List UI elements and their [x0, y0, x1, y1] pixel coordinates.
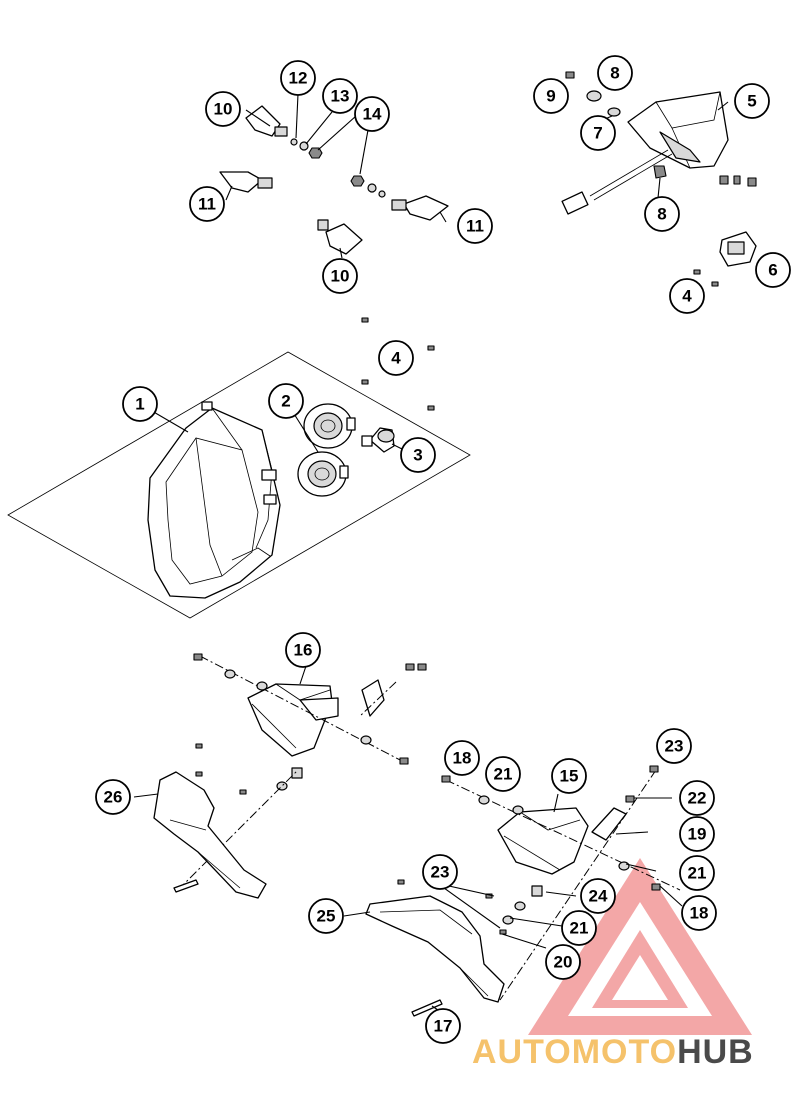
- callout-14: 14: [354, 96, 390, 132]
- callout-11-left: 11: [189, 186, 225, 222]
- tail-light: [561, 71, 757, 215]
- leader-lines: [133, 93, 729, 1011]
- callout-21-bottom: 21: [561, 910, 597, 946]
- svg-text:8: 8: [610, 64, 619, 83]
- callout-23-top: 23: [656, 728, 692, 764]
- svg-text:25: 25: [317, 907, 336, 926]
- callout-5: 5: [734, 83, 770, 119]
- svg-text:21: 21: [494, 765, 513, 784]
- svg-text:18: 18: [453, 749, 472, 768]
- svg-text:4: 4: [682, 287, 692, 306]
- callout-4-headlight: 4: [378, 340, 414, 376]
- bracket-right-mirror: [441, 765, 681, 1001]
- callout-13: 13: [322, 78, 358, 114]
- svg-text:6: 6: [768, 261, 777, 280]
- callout-21-top: 21: [485, 756, 521, 792]
- svg-text:3: 3: [413, 446, 422, 465]
- callout-17: 17: [425, 1008, 461, 1044]
- watermark-text-part2: HUB: [677, 1033, 754, 1071]
- svg-text:16: 16: [294, 641, 313, 660]
- callout-23-bottom: 23: [422, 854, 458, 890]
- callout-26: 26: [95, 779, 131, 815]
- callout-18-right: 18: [681, 895, 717, 931]
- callout-7: 7: [580, 115, 616, 151]
- callout-19: 19: [679, 816, 715, 852]
- svg-text:7: 7: [593, 124, 602, 143]
- callout-21-right: 21: [679, 855, 715, 891]
- bracket-lower-left: [153, 743, 267, 899]
- callout-2: 2: [268, 383, 304, 419]
- callout-11-right: 11: [457, 208, 493, 244]
- callout-25: 25: [308, 898, 344, 934]
- bracket-lower-right: [365, 879, 507, 1017]
- license-light: [693, 231, 757, 287]
- indicator-rear-right: [391, 195, 449, 221]
- bulb-holder-lower: [297, 451, 349, 497]
- svg-text:19: 19: [688, 825, 707, 844]
- svg-text:24: 24: [589, 887, 608, 906]
- headlight-bulb: [361, 427, 395, 453]
- svg-text:23: 23: [431, 863, 450, 882]
- svg-text:26: 26: [104, 788, 123, 807]
- svg-text:14: 14: [363, 105, 382, 124]
- callout-12: 12: [280, 60, 316, 96]
- svg-text:10: 10: [214, 100, 233, 119]
- callout-8-bottom: 8: [644, 196, 680, 232]
- svg-text:23: 23: [665, 737, 684, 756]
- bracket-left-mirror: [177, 653, 427, 891]
- callout-4-license: 4: [669, 278, 705, 314]
- svg-text:15: 15: [560, 767, 579, 786]
- svg-text:5: 5: [747, 92, 756, 111]
- watermark-text: AUTOMOTOHUB: [472, 1033, 754, 1071]
- svg-text:8: 8: [657, 205, 666, 224]
- svg-text:12: 12: [289, 69, 308, 88]
- svg-text:AUTOMOTOHUB: AUTOMOTOHUB: [472, 1033, 754, 1071]
- callout-20: 20: [545, 944, 581, 980]
- svg-text:10: 10: [331, 267, 350, 286]
- callout-18-left: 18: [444, 740, 480, 776]
- callout-6: 6: [755, 252, 791, 288]
- indicator-rear-left: [219, 171, 273, 193]
- callout-8-top: 8: [597, 55, 633, 91]
- svg-text:11: 11: [198, 195, 216, 214]
- callout-16: 16: [285, 632, 321, 668]
- svg-text:1: 1: [135, 395, 144, 414]
- indicator-front-right: [317, 219, 363, 255]
- headlight-housing: [147, 401, 281, 599]
- indicator-front-left: [245, 105, 288, 137]
- callout-10-top: 10: [205, 91, 241, 127]
- svg-text:9: 9: [546, 87, 555, 106]
- headlight-plate: [7, 351, 471, 619]
- watermark-logo-icon: [528, 858, 752, 1035]
- callout-10-bottom: 10: [322, 258, 358, 294]
- svg-text:13: 13: [331, 87, 350, 106]
- svg-text:22: 22: [688, 789, 707, 808]
- screws-group-headlight: [361, 317, 435, 411]
- svg-text:21: 21: [688, 864, 707, 883]
- svg-text:2: 2: [281, 392, 290, 411]
- svg-text:21: 21: [570, 919, 589, 938]
- callout-24: 24: [580, 878, 616, 914]
- svg-text:18: 18: [690, 904, 709, 923]
- svg-text:20: 20: [554, 953, 573, 972]
- bulb-holder-upper: [303, 403, 356, 449]
- indicator-hardware: [290, 138, 386, 198]
- callout-3: 3: [400, 437, 436, 473]
- svg-text:4: 4: [391, 349, 401, 368]
- svg-text:17: 17: [434, 1017, 453, 1036]
- callout-22: 22: [679, 780, 715, 816]
- callout-9: 9: [533, 78, 569, 114]
- callout-1: 1: [122, 386, 158, 422]
- callout-15: 15: [551, 758, 587, 794]
- watermark-text-part1: AUTOMOTO: [472, 1033, 677, 1071]
- svg-text:11: 11: [466, 217, 484, 236]
